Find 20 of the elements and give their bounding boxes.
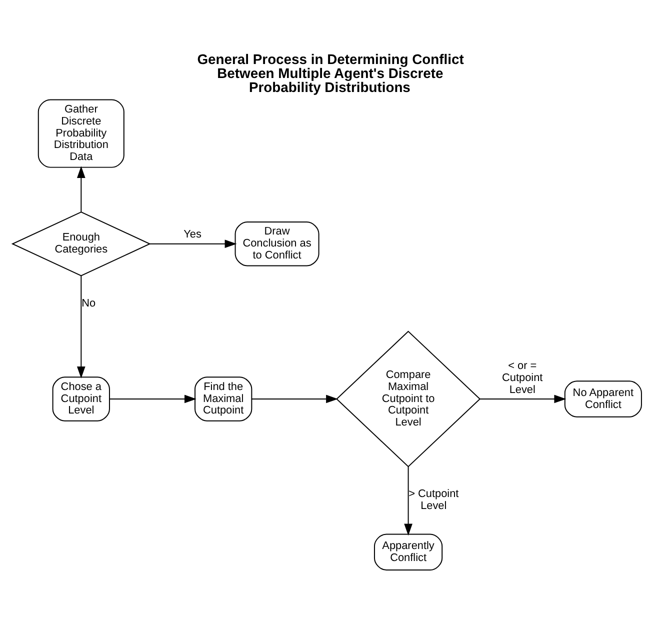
diagram-title: General Process in Determining Conflict Between Multiple Agent's Discrete Probability Distributions xyxy=(197,50,464,94)
node-diamond: Enough Categories xyxy=(11,211,151,276)
node-box: Gather Discrete Probability Distribution Data xyxy=(38,98,124,168)
node-diamond: Compare Maximal Cutpoint to Cutpoint Level xyxy=(336,330,481,467)
node-box: Chose a Cutpoint Level xyxy=(52,376,110,421)
edge-label: > Cutpoint Level xyxy=(408,488,459,512)
node-box: Draw Conclusion as to Conflict xyxy=(234,221,320,266)
arrow xyxy=(149,239,237,248)
edge-label: < or = Cutpoint Level xyxy=(502,359,543,396)
arrow xyxy=(76,274,86,378)
node-box: Find the Maximal Cutpoint xyxy=(194,376,252,421)
edge-label: No xyxy=(82,296,96,309)
node-box: No Apparent Conflict xyxy=(564,380,642,417)
node-box: Apparently Conflict xyxy=(374,533,443,570)
edge-label: Yes xyxy=(184,228,202,240)
arrow xyxy=(251,394,338,403)
arrow xyxy=(76,166,86,212)
arrow xyxy=(404,466,412,536)
arrow xyxy=(109,394,196,403)
arrow xyxy=(480,394,566,403)
